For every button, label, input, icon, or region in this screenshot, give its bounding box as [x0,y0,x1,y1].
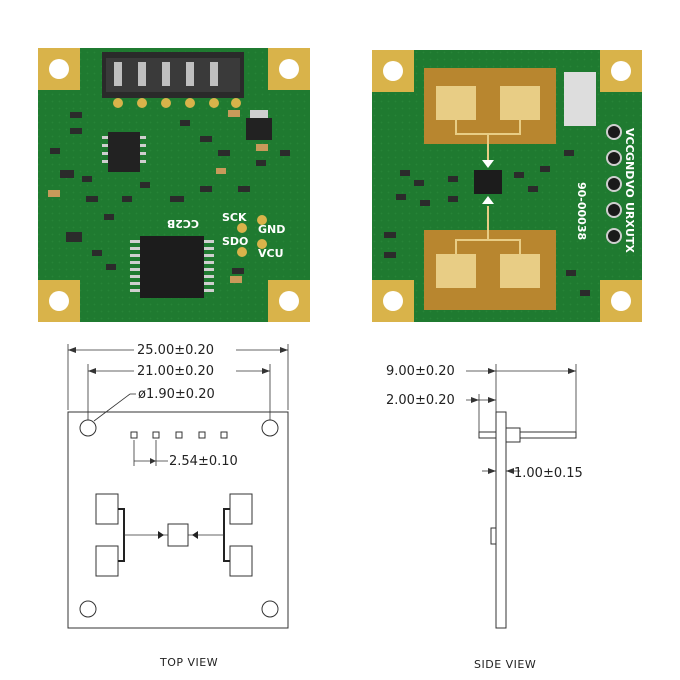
large-ic [130,236,214,298]
tx-antenna-area [424,68,556,160]
mounting-pads [38,48,310,322]
silk-sdo: SDO [222,235,248,248]
dim-board-thickness: 1.00±0.15 [482,466,583,481]
side-view-header [505,427,521,443]
dim-header-height: 2.00±0.20 [386,393,496,432]
back-board-photo: VCC GND VO URX UTX 90-00038 [372,50,642,322]
top-view-title: TOP VIEW [159,656,218,669]
dim-hole-spacing: 21.00±0.20 [87,362,271,420]
side-view-component [490,527,497,545]
dim-hole-diameter: ø1.90±0.20 [93,387,215,422]
smd-capacitors [48,110,268,283]
top-view-board-outline [67,411,289,629]
top-view-chip [167,523,189,547]
dim-board-width: 25.00±0.20 [67,341,289,410]
pin-label-utx: UTX [623,228,636,253]
front-board-photo: CC2B SCK GND SDO VCU [38,48,310,322]
pin-header [102,52,244,108]
back-smd-components [384,150,590,296]
small-ic [102,132,146,172]
top-view-pin-squares [130,431,228,439]
back-pin-holes [606,124,622,244]
smd-components [50,112,290,274]
dim-header-height-label: 2.00±0.20 [386,393,455,408]
dim-pin-pitch-label: 2.54±0.10 [169,454,238,469]
silk-vcu: VCU [258,247,284,260]
dim-board-thickness-label: 1.00±0.15 [514,466,583,481]
side-view-title: SIDE VIEW [474,658,536,671]
dim-pin-length-label: 9.00±0.20 [386,364,455,379]
side-view-pin-stub [478,431,497,439]
side-view-board [495,411,507,629]
top-view-drawing: 25.00±0.20 21.00±0.20 ø1.90±0.20 2.54±0.… [67,341,289,669]
dim-board-width-label: 25.00±0.20 [137,343,214,358]
side-view-pin [519,431,577,439]
pin-label-gnd: GND [623,152,636,179]
side-view-drawing: 9.00±0.20 2.00±0.20 1.00±0.15 SIDE VIEW [386,364,583,671]
serial-number: 90-00038 [575,182,588,240]
silk-part-code: CC2B [167,217,199,230]
top-view-antennas [95,493,253,577]
regulator [246,110,272,140]
pin-label-urx: URX [623,202,636,228]
rx-antenna-area [424,206,556,310]
test-pads [237,215,267,257]
silk-gnd: GND [258,223,285,236]
pin-label-vo: VO [623,180,636,198]
shield-label [564,72,596,126]
back-mounting-pads [372,50,642,322]
silk-sck: SCK [222,211,247,224]
dim-pin-length: 9.00±0.20 [386,364,577,432]
dim-hole-diameter-label: ø1.90±0.20 [138,387,215,402]
top-view-mounting-holes [79,419,279,618]
radar-chip [474,160,502,204]
dim-pin-pitch: 2.54±0.10 [133,440,238,469]
pin-label-vcc: VCC [623,128,636,153]
dim-hole-spacing-label: 21.00±0.20 [137,364,214,379]
